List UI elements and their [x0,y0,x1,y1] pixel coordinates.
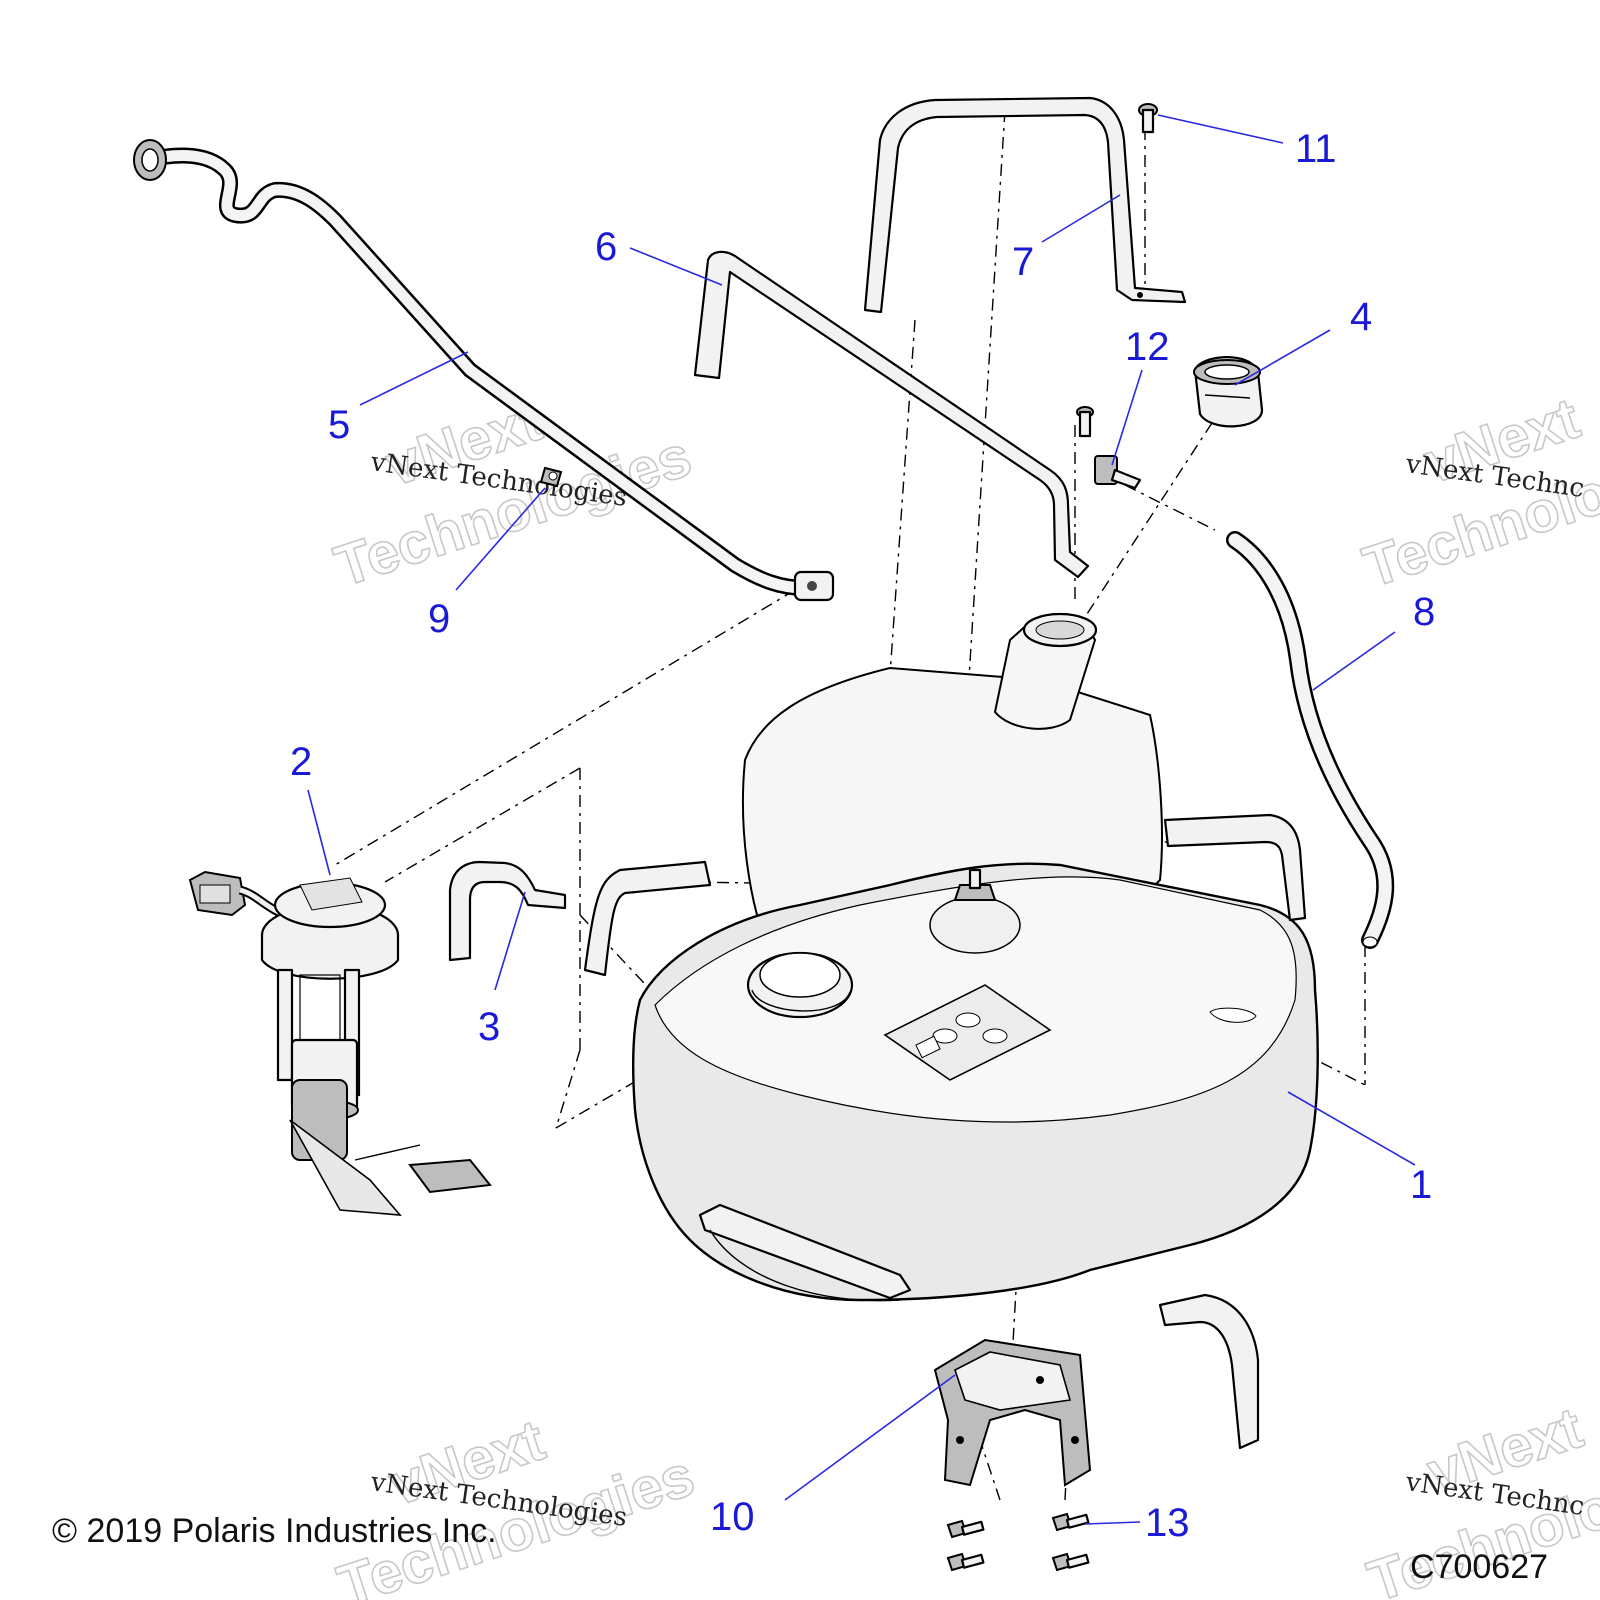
callout-11: 11 [1295,127,1337,171]
leader-2 [307,789,331,876]
leader-10 [784,1374,956,1501]
callout-9: 9 [428,597,450,641]
leader-12 [1111,369,1143,466]
callout-10: 10 [710,1495,755,1539]
callout-3: 3 [478,1005,500,1049]
bolt-a [946,1519,985,1539]
leader-11 [1157,114,1284,144]
callout-8: 8 [1413,590,1435,634]
part-11-bolt[interactable] [1138,103,1158,134]
leader-lines [307,114,1416,1525]
part-13-bolts[interactable] [946,1512,1090,1572]
callout-5: 5 [328,403,350,447]
callout-4: 4 [1350,295,1372,339]
part-10-mounting-bracket[interactable] [933,1338,1092,1487]
callout-7: 7 [1012,240,1034,284]
leader-4 [1234,329,1331,386]
part-12-fittings[interactable] [1076,406,1142,490]
leader-13 [1084,1521,1141,1525]
leader-9 [455,487,546,591]
fuel-line-tank-fitting [793,570,835,602]
leader-6 [629,247,723,286]
copyright-notice: © 2019 Polaris Industries Inc. [52,1512,497,1550]
part-9-hose-clip[interactable] [539,466,563,488]
leader-1 [1287,1091,1416,1166]
fuel-line-quick-connector-end [133,139,167,181]
bolt-b [946,1552,985,1572]
drawing-code: C700627 [1410,1548,1548,1586]
watermark-left-bottom: vNext Technologies [330,1407,703,1600]
callout-6: 6 [595,225,617,269]
leader-7 [1041,194,1121,243]
part-6-tank-strap[interactable] [693,250,1090,579]
callout-12: 12 [1125,325,1170,369]
part-4-filler-cap[interactable] [1193,356,1264,428]
part-5-fuel-line[interactable] [133,139,835,602]
bolt-c [1051,1512,1090,1532]
leader-5 [359,351,469,406]
part-2-fuel-pump-module[interactable] [188,870,492,1216]
part-1-fuel-tank[interactable] [583,612,1319,1450]
callout-13: 13 [1145,1501,1190,1545]
leader-8 [1312,631,1396,691]
callout-1: 1 [1410,1163,1432,1207]
part-3-tank-strap[interactable] [448,860,567,962]
bolt-d [1051,1552,1090,1572]
part-8-vent-hose[interactable] [1226,531,1395,949]
callout-numbers: 1 2 3 4 5 6 7 8 9 10 11 12 13 [290,127,1435,1545]
callout-2: 2 [290,740,312,784]
leader-3 [494,891,526,991]
part-7-u-strap[interactable] [863,96,1187,314]
